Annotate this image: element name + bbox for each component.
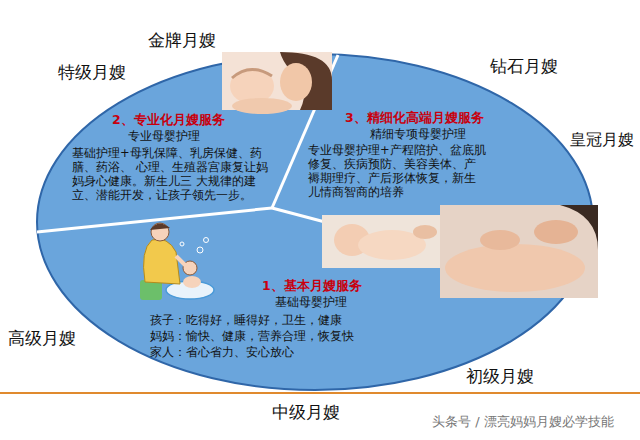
rank-label: 皇冠月嫂 (570, 130, 634, 150)
section-subtitle: 精细专项母婴护理 (370, 127, 500, 142)
section-body: 妈妈：愉快、健康，营养合理，恢复快 (150, 328, 365, 344)
watermark: 头条号 / 漂亮妈妈月嫂必学技能 (432, 414, 614, 430)
service-section: 2、专业化月嫂服务专业母婴护理基础护理+母乳保障、乳房保健、药膳、药浴、 心理、… (72, 112, 272, 204)
rank-label: 钻石月嫂 (490, 56, 558, 76)
rank-label: 金牌月嫂 (148, 30, 216, 50)
section-body: 专业母婴护理+产程陪护、盆底肌 修复、疾病预防、美容美体、产 褥期理疗、产后形体… (308, 143, 486, 199)
section-body: 基础护理+母乳保障、乳房保健、药膳、药浴、 心理、生殖器宫康复让妈妈身心健康。新… (72, 146, 272, 202)
mother-baby-photo (222, 52, 332, 114)
section-body: 家人：省心省力、安心放心 (150, 344, 365, 360)
rank-label: 高级月嫂 (8, 328, 76, 348)
section-title: 3、精细化高端月嫂服务 (345, 110, 505, 126)
divider-lines (37, 55, 338, 232)
rank-label: 中级月嫂 (272, 402, 340, 422)
section-title: 2、专业化月嫂服务 (112, 112, 262, 128)
rank-label: 初级月嫂 (466, 366, 534, 386)
service-section: 3、精细化高端月嫂服务精细专项母婴护理专业母婴护理+产程陪护、盆底肌 修复、疾病… (308, 110, 505, 201)
section-title: 1、基本月嫂服务 (262, 278, 382, 294)
section-subtitle: 基础母婴护理 (275, 295, 385, 310)
bathing-cartoon (140, 223, 214, 300)
section-body: 孩子：吃得好，睡得好，卫生，健康 (150, 312, 365, 328)
rank-label: 特级月嫂 (58, 62, 126, 82)
section-subtitle: 专业母婴护理 (128, 129, 258, 144)
baby-photo (322, 215, 440, 268)
service-section: 1、基本月嫂服务基础母婴护理孩子：吃得好，睡得好，卫生，健康妈妈：愉快、健康，营… (150, 278, 385, 362)
massage-photo (440, 205, 598, 298)
orange-rule (0, 392, 640, 394)
